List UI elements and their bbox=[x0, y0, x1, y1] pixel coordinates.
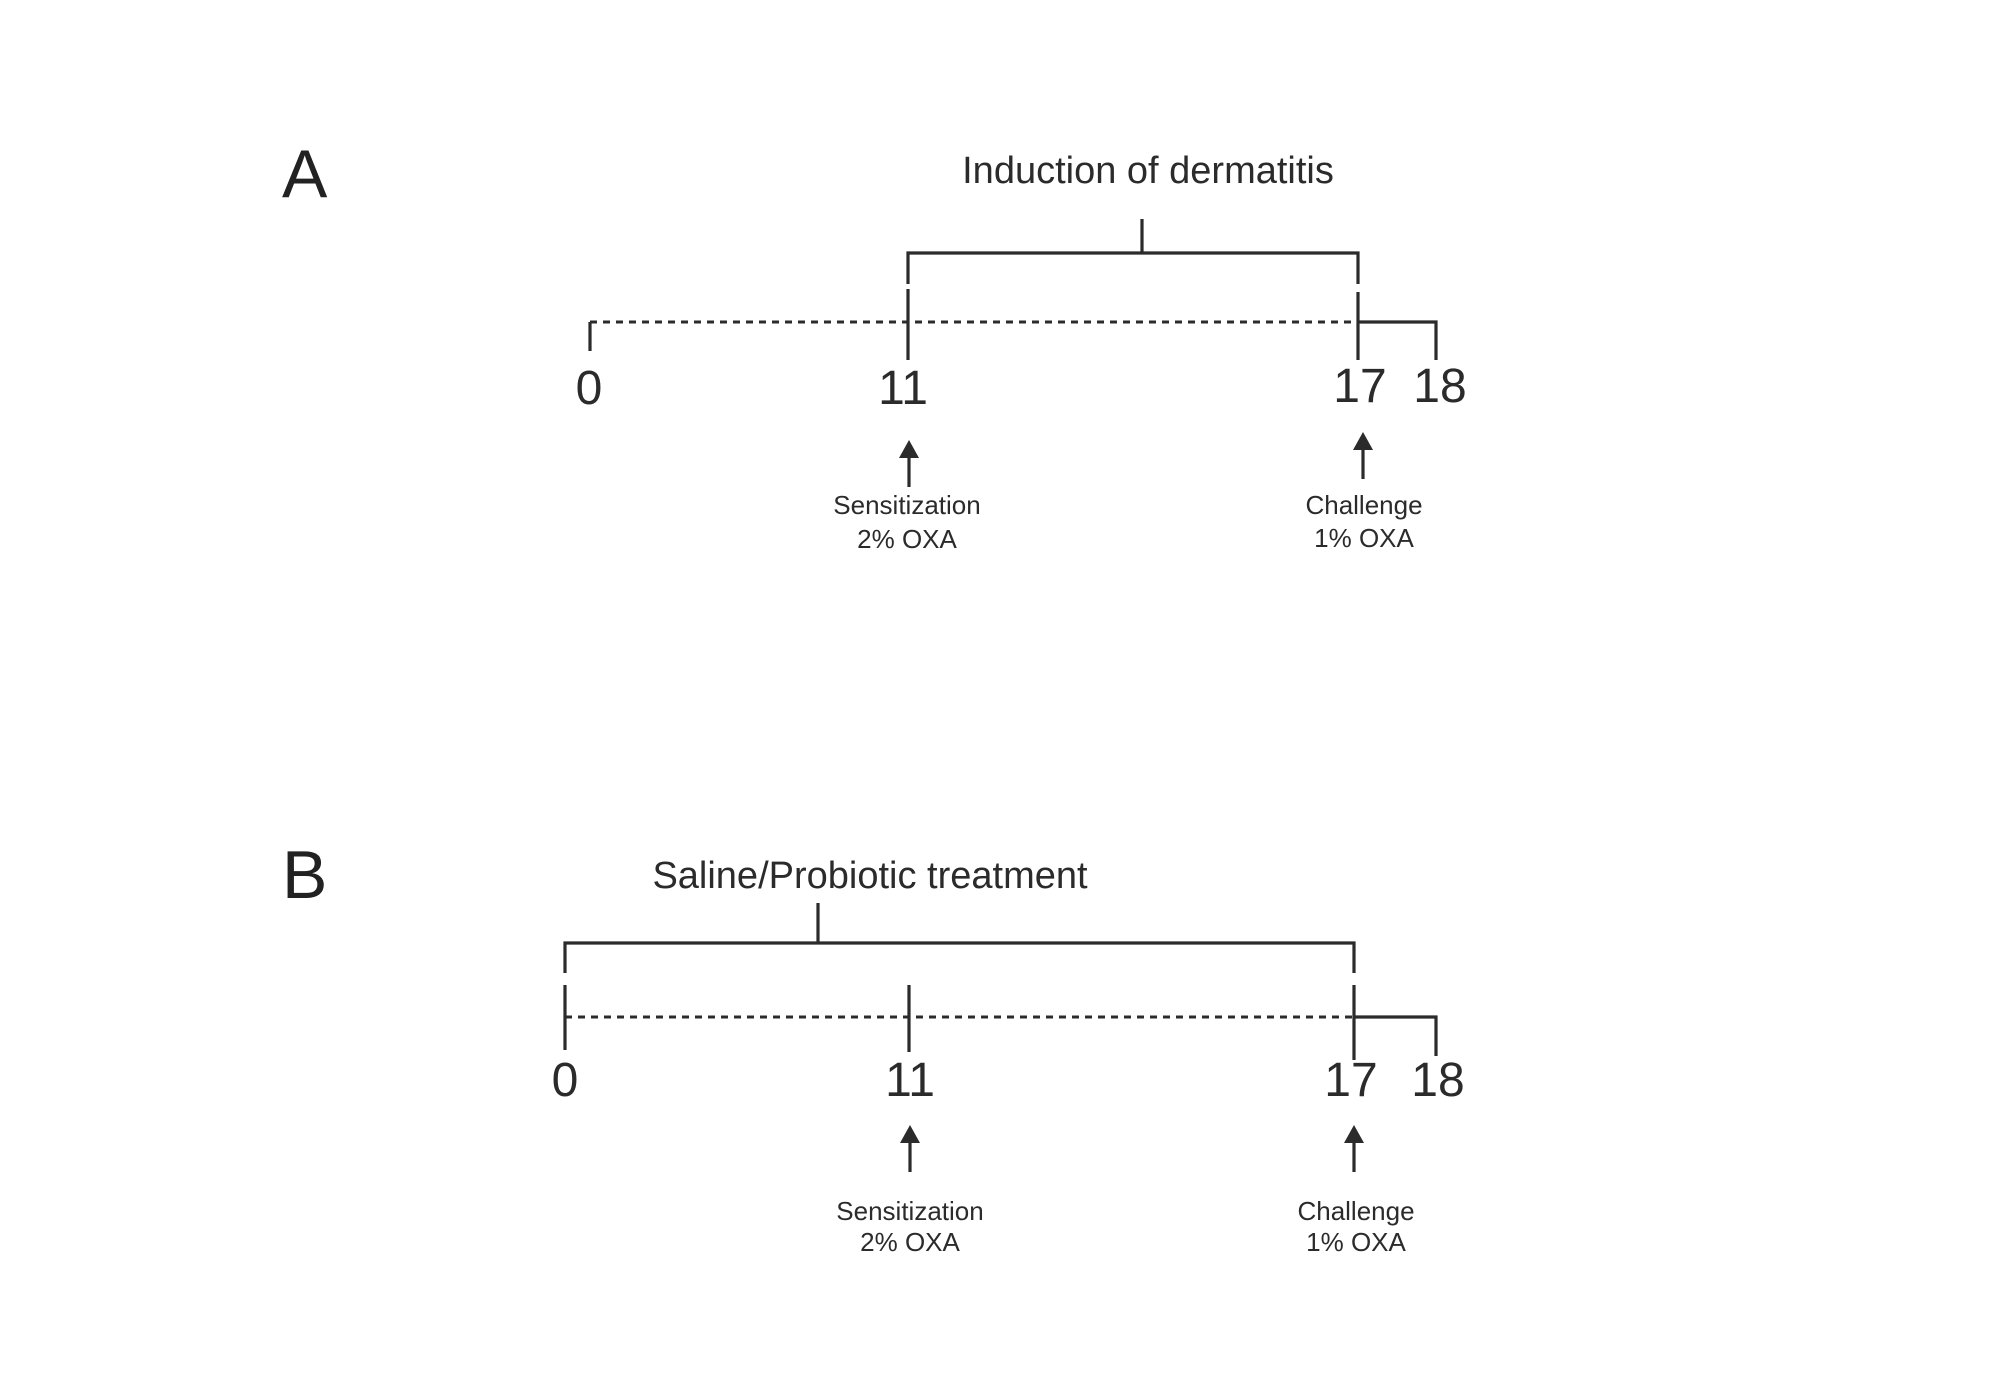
panel-b-sensitization-arrow-icon bbox=[900, 1125, 920, 1172]
panel-b-tick-label-17: 17 bbox=[1324, 1054, 1377, 1107]
panel-b-tick-label-18: 18 bbox=[1411, 1054, 1464, 1107]
panel-a-sensitization-label: Sensitization bbox=[833, 490, 980, 520]
panel-a: A Induction of dermatitis 0 11 17 18 Sen… bbox=[282, 136, 1467, 554]
panel-a-challenge-label: Challenge bbox=[1305, 490, 1422, 520]
panel-b-label: B bbox=[282, 837, 327, 913]
panel-b-tick-label-0: 0 bbox=[552, 1054, 579, 1107]
panel-a-challenge-dose: 1% OXA bbox=[1314, 523, 1414, 553]
panel-a-induction-bracket bbox=[906, 219, 1360, 284]
panel-b-sensitization-dose: 2% OXA bbox=[860, 1227, 960, 1257]
panel-a-sensitization-dose: 2% OXA bbox=[857, 524, 957, 554]
panel-a-sensitization-arrow-icon bbox=[899, 440, 919, 487]
panel-b-tick-label-11: 11 bbox=[885, 1054, 935, 1107]
panel-a-challenge-arrow-icon bbox=[1353, 432, 1373, 479]
panel-a-tick-label-18: 18 bbox=[1413, 360, 1466, 413]
panel-b-challenge-arrow-icon bbox=[1344, 1125, 1364, 1172]
panel-b: B Saline/Probiotic treatment 0 11 17 18 … bbox=[282, 837, 1465, 1257]
panel-b-bracket-title: Saline/Probiotic treatment bbox=[652, 855, 1088, 897]
panel-a-solid-segment bbox=[1358, 320, 1438, 360]
panel-b-challenge-dose: 1% OXA bbox=[1306, 1227, 1406, 1257]
panel-a-tick-label-0: 0 bbox=[576, 362, 603, 415]
panel-a-tick-label-17: 17 bbox=[1333, 360, 1386, 413]
panel-b-sensitization-label: Sensitization bbox=[836, 1196, 983, 1226]
panel-b-solid-segment bbox=[1354, 1015, 1438, 1056]
panel-a-tick-label-11: 11 bbox=[878, 362, 928, 415]
panel-b-treatment-bracket bbox=[563, 903, 1356, 973]
panel-a-bracket-title: Induction of dermatitis bbox=[962, 150, 1334, 192]
panel-b-challenge-label: Challenge bbox=[1297, 1196, 1414, 1226]
panel-a-label: A bbox=[282, 136, 328, 212]
